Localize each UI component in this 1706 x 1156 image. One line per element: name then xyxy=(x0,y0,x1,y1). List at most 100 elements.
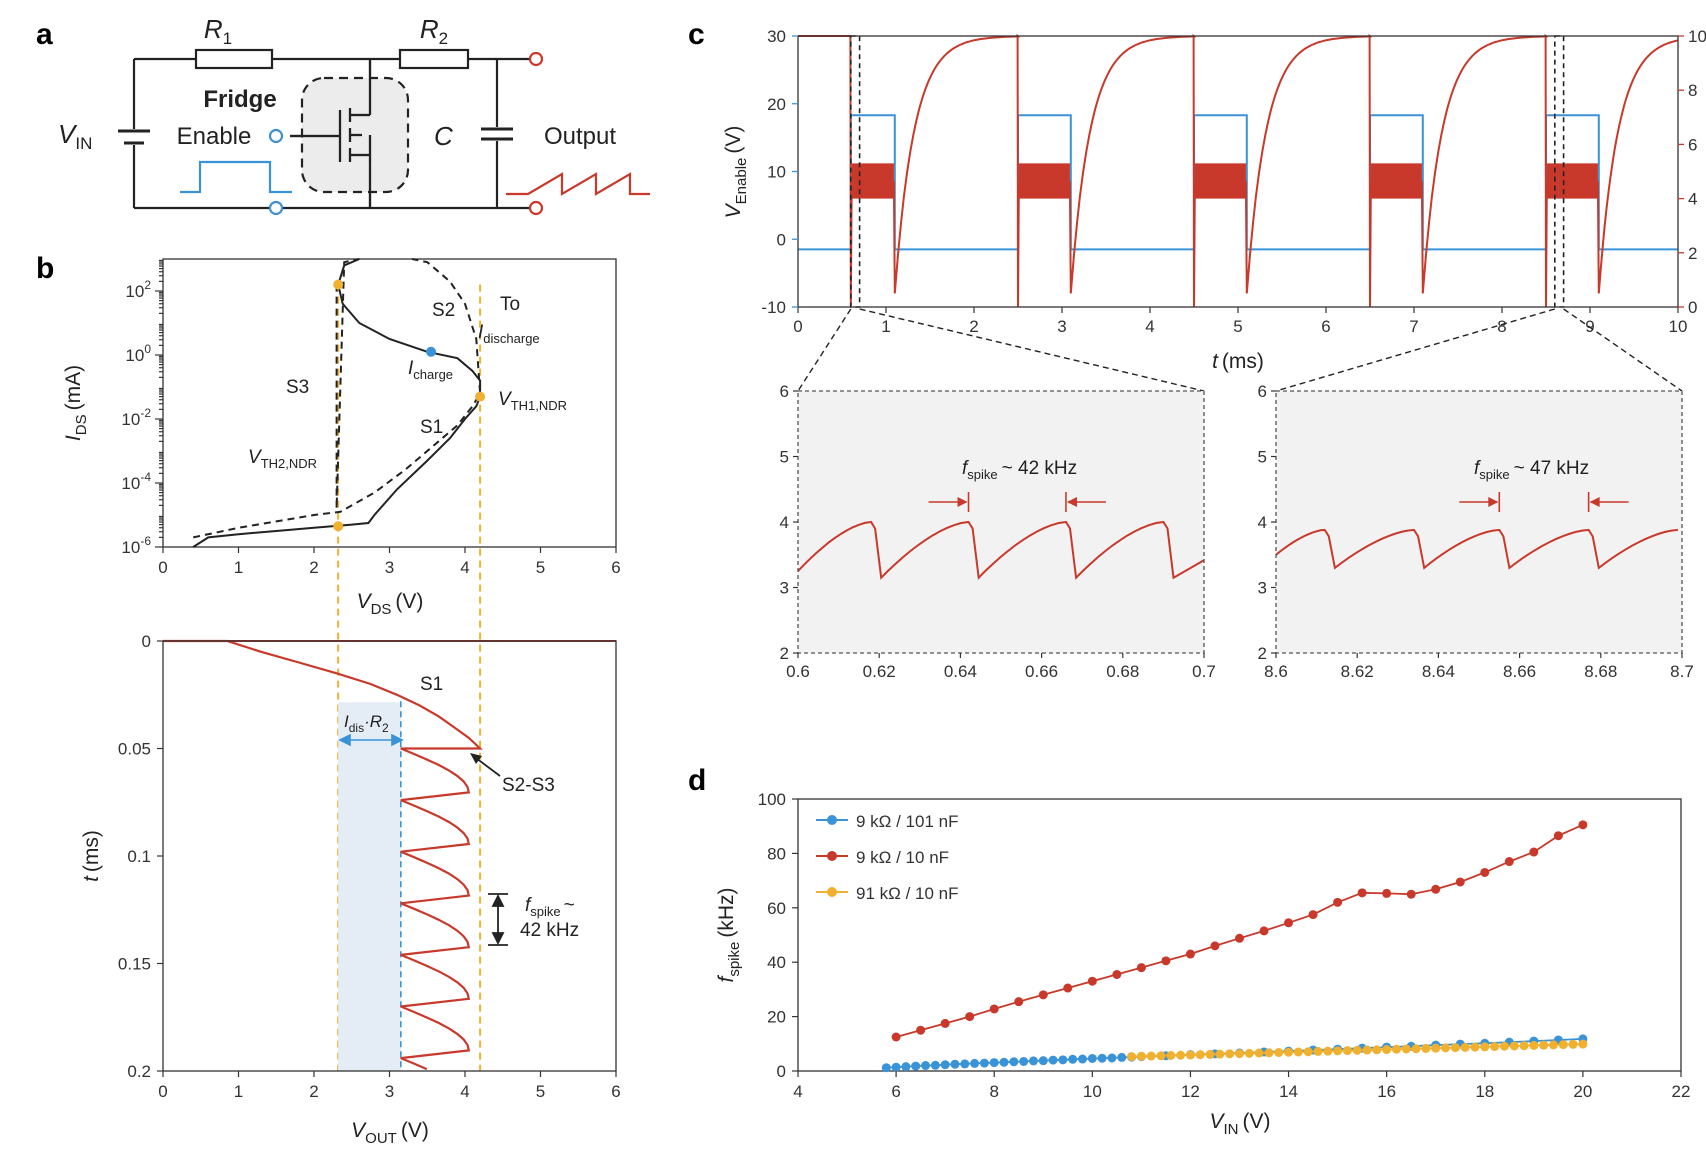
d-point xyxy=(1460,1042,1470,1052)
vout-ytick-label: 0 xyxy=(142,632,151,651)
d-plot-frame xyxy=(797,798,1682,1072)
d-point xyxy=(1063,983,1073,993)
d-point xyxy=(1087,976,1097,986)
d-point xyxy=(1205,1049,1215,1059)
d-point xyxy=(1127,1052,1137,1062)
iv-curve-dashed xyxy=(335,258,360,509)
iv-xtick-label: 5 xyxy=(536,558,545,577)
d-point xyxy=(881,1063,891,1073)
d-xtick-label: 4 xyxy=(793,1082,802,1101)
d-point xyxy=(1529,847,1539,857)
d-point xyxy=(1038,1056,1048,1066)
d-ytick-label: 40 xyxy=(767,953,786,972)
fridge-label: Fridge xyxy=(203,86,276,113)
vout-xtick-label: 1 xyxy=(234,1082,243,1101)
d-point xyxy=(921,1061,931,1071)
iv-annot-vth2: VTH2,NDR xyxy=(248,447,317,471)
d-point xyxy=(965,1012,975,1022)
d-point xyxy=(1185,949,1195,959)
c-xtick-label: 6 xyxy=(1321,317,1330,336)
d-point xyxy=(1480,867,1490,877)
d-xtick-label: 10 xyxy=(1083,1082,1102,1101)
vout-xtick-label: 6 xyxy=(611,1082,620,1101)
d-point xyxy=(1568,1039,1578,1049)
zoom-connector xyxy=(1275,308,1555,392)
d-point xyxy=(1323,1046,1333,1056)
iv-annot-vth1: VTH1,NDR xyxy=(498,389,567,413)
d-point xyxy=(1254,1048,1264,1058)
d-point xyxy=(940,1060,950,1070)
iv-ytick-label: 10-2 xyxy=(121,406,151,429)
d-xtick-label: 18 xyxy=(1475,1082,1494,1101)
d-xtick-label: 20 xyxy=(1573,1082,1592,1101)
c-ytick-right-label: 2 xyxy=(1688,244,1697,263)
iv-ytick-label: 10-6 xyxy=(121,534,151,557)
zoom-ytick-label: 5 xyxy=(1258,448,1267,467)
iv-ytick-label: 102 xyxy=(125,278,151,301)
vout-xtick-label: 5 xyxy=(536,1082,545,1101)
vout-ytick-label: 0.15 xyxy=(118,955,151,974)
d-series-line xyxy=(895,823,1584,1038)
vout-s23-arrow xyxy=(475,757,501,777)
vout-annot-s1: S1 xyxy=(420,674,443,695)
d-point xyxy=(1087,1053,1097,1063)
d-point xyxy=(1333,897,1343,907)
vout-xtick-label: 2 xyxy=(309,1082,318,1101)
output-oscillation-band xyxy=(851,163,894,199)
iv-annot-idischarge: Idischarge xyxy=(478,322,540,346)
d-point xyxy=(1313,1046,1323,1056)
d-point xyxy=(1244,1048,1254,1058)
d-point xyxy=(1578,1039,1588,1049)
d-point xyxy=(1529,1040,1539,1050)
output-oscillation-band xyxy=(1194,163,1246,199)
iv-annot-s3: S3 xyxy=(286,377,309,398)
ground-terminal xyxy=(268,200,284,216)
zoom-xtick-label: 0.6 xyxy=(786,662,810,681)
d-point xyxy=(1136,1051,1146,1061)
d-point xyxy=(1490,1042,1500,1052)
d-point xyxy=(1097,1053,1107,1063)
zoom-xtick-label: 8.7 xyxy=(1670,662,1694,681)
d-point xyxy=(1014,997,1024,1007)
d-point xyxy=(1009,1057,1019,1067)
zoom-ytick-label: 5 xyxy=(780,448,789,467)
d-xtick-label: 22 xyxy=(1672,1082,1691,1101)
c-ytick-right-label: 6 xyxy=(1688,135,1697,154)
d-point xyxy=(1259,926,1269,936)
output-oscillation-band xyxy=(1018,163,1070,199)
d-point xyxy=(1195,1050,1205,1060)
c-xtick-label: 8 xyxy=(1497,317,1506,336)
d-point xyxy=(1558,1040,1568,1050)
c-xtick-label: 2 xyxy=(969,317,978,336)
legend-swatch-dot xyxy=(827,851,837,861)
legend-swatch-dot xyxy=(827,815,837,825)
d-point xyxy=(1185,1050,1195,1060)
c-top-ylabel-left: VEnable(V) xyxy=(722,126,750,219)
iv-ytick-label: 100 xyxy=(125,342,151,365)
d-point xyxy=(1176,1050,1186,1060)
iv-curve-dashed xyxy=(192,258,482,539)
d-point xyxy=(930,1060,940,1070)
enable-label: Enable xyxy=(177,123,252,150)
d-point xyxy=(1504,857,1514,867)
zoom-xtick-label: 8.6 xyxy=(1264,662,1288,681)
zoom-xtick-label: 0.66 xyxy=(1025,662,1058,681)
d-point xyxy=(970,1058,980,1068)
d-point xyxy=(1048,1055,1058,1065)
iv-xtick-label: 1 xyxy=(234,558,243,577)
zoom-xtick-label: 0.7 xyxy=(1192,662,1216,681)
c-ytick-right-label: 8 xyxy=(1688,81,1697,100)
d-point xyxy=(1352,1045,1362,1055)
d-point xyxy=(1078,1054,1088,1064)
enable-pulse-icon xyxy=(180,160,292,194)
c-xtick-label: 3 xyxy=(1057,317,1066,336)
panel-label-b: b xyxy=(36,252,54,285)
d-point xyxy=(1391,1044,1401,1054)
r1-label: R1 xyxy=(204,14,232,48)
iv-annot-to: To xyxy=(500,294,520,315)
zoom-ytick-label: 4 xyxy=(780,513,789,532)
d-point xyxy=(1166,1050,1176,1060)
zoom-connector xyxy=(797,308,852,392)
